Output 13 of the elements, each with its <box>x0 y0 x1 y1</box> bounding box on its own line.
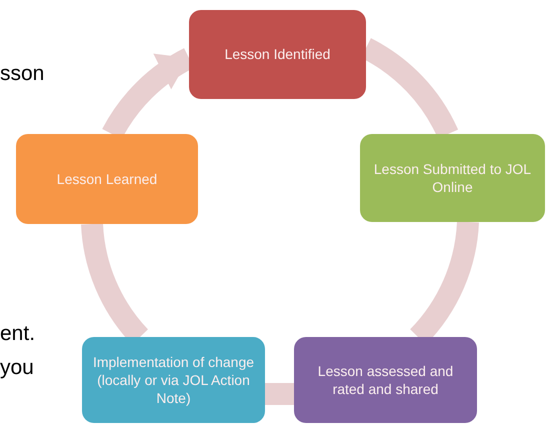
process-box <box>294 337 477 423</box>
step-label: Lesson Identified <box>224 45 330 64</box>
process-box <box>82 337 265 423</box>
step-label: Implementation of change (locally or via JOL Action Note) <box>92 352 256 408</box>
text-fragment: sson <box>0 62 44 86</box>
step-label: Lesson Learned <box>56 170 158 188</box>
step-label: Lesson assessed and rated and shared <box>316 362 454 398</box>
process-box <box>16 134 198 224</box>
text-fragment: ent. <box>0 322 36 346</box>
process-box <box>360 134 545 222</box>
step-label: Lesson Submitted to JOL Online <box>372 160 532 196</box>
process-box <box>189 10 366 99</box>
text-fragment: you <box>0 356 34 380</box>
